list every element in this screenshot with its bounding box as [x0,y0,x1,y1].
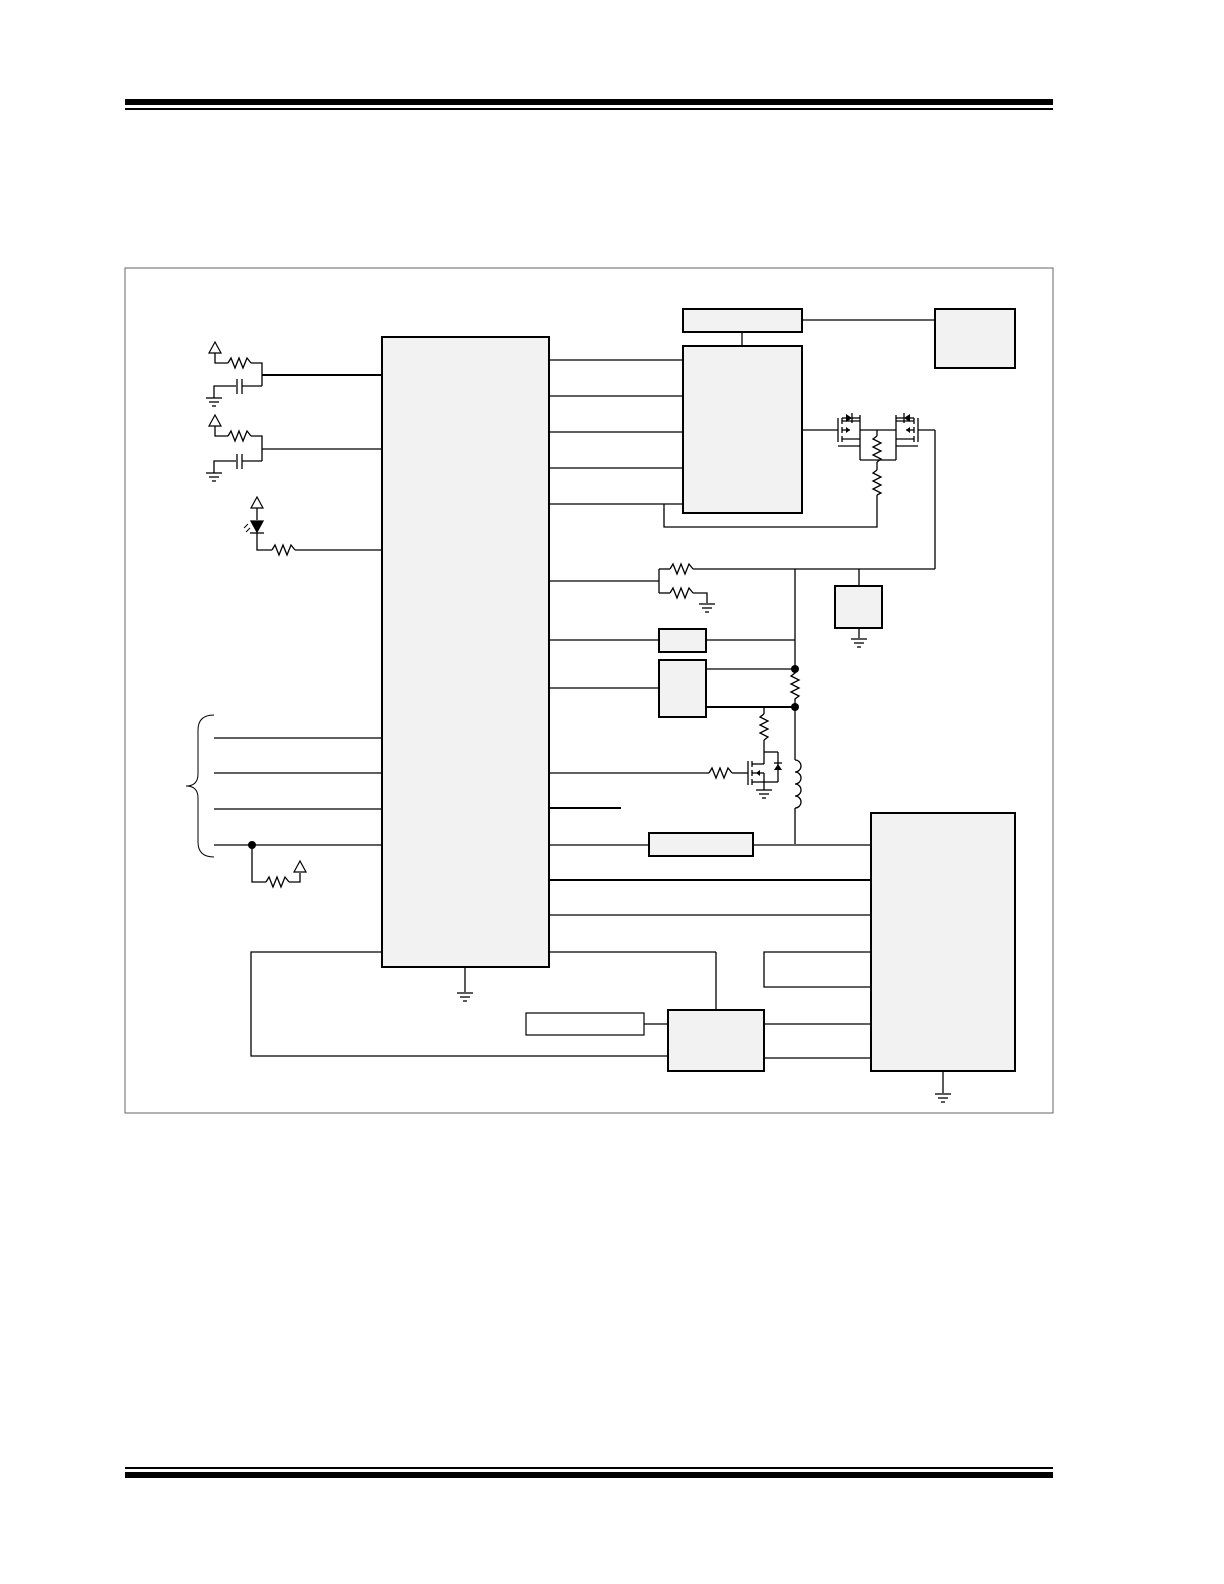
diode-icon [904,414,910,422]
resistor-icon [871,469,883,496]
footer-rule-thick [125,1472,1053,1478]
ground-icon [850,638,868,648]
diode-icon [774,764,782,770]
mosfet-icon [747,751,782,790]
resistor-icon [708,766,733,780]
resistor-icon [669,586,694,600]
brace-icon [185,714,215,858]
inductor-icon [794,759,802,809]
resistor-icon [271,543,296,557]
lower-bar-block [525,1012,645,1036]
ground-icon [755,789,773,799]
junction-dot [248,841,256,849]
ground-icon [934,1093,952,1103]
mcu-block [381,336,550,968]
sense-block [658,659,707,718]
vdd-icon [293,860,307,873]
diode-icon [846,414,852,422]
junction-dot [791,665,799,673]
top-bar-block [682,308,803,333]
vdd-icon [250,496,264,509]
footer-rule-thin [125,1467,1053,1469]
resistor-icon [758,713,770,741]
vdd-icon [208,341,222,354]
series-bar-block [648,832,754,857]
header-rule-thick [125,99,1053,105]
resistor-icon [789,669,801,707]
top-right-block [934,308,1016,369]
ground-icon [205,397,223,407]
ground-icon [698,603,716,613]
ground-icon [456,992,474,1002]
power-ic-block [870,812,1016,1072]
small-box-block [834,585,883,629]
header-rule-thin [125,108,1053,110]
aux-block [667,1009,765,1072]
regulator-block [658,628,707,653]
driver-ic-block [682,345,803,514]
resistor-icon [871,435,883,463]
junction-dot [791,703,799,711]
ground-icon [205,472,223,482]
resistor-icon [265,875,290,889]
mosfet-icon [895,413,919,447]
resistor-icon [227,356,252,370]
led-icon [243,520,265,534]
resistor-icon [669,562,694,576]
vdd-icon [208,414,222,427]
resistor-icon [227,429,252,443]
figure-frame [124,267,1054,1114]
mosfet-icon [837,413,861,447]
